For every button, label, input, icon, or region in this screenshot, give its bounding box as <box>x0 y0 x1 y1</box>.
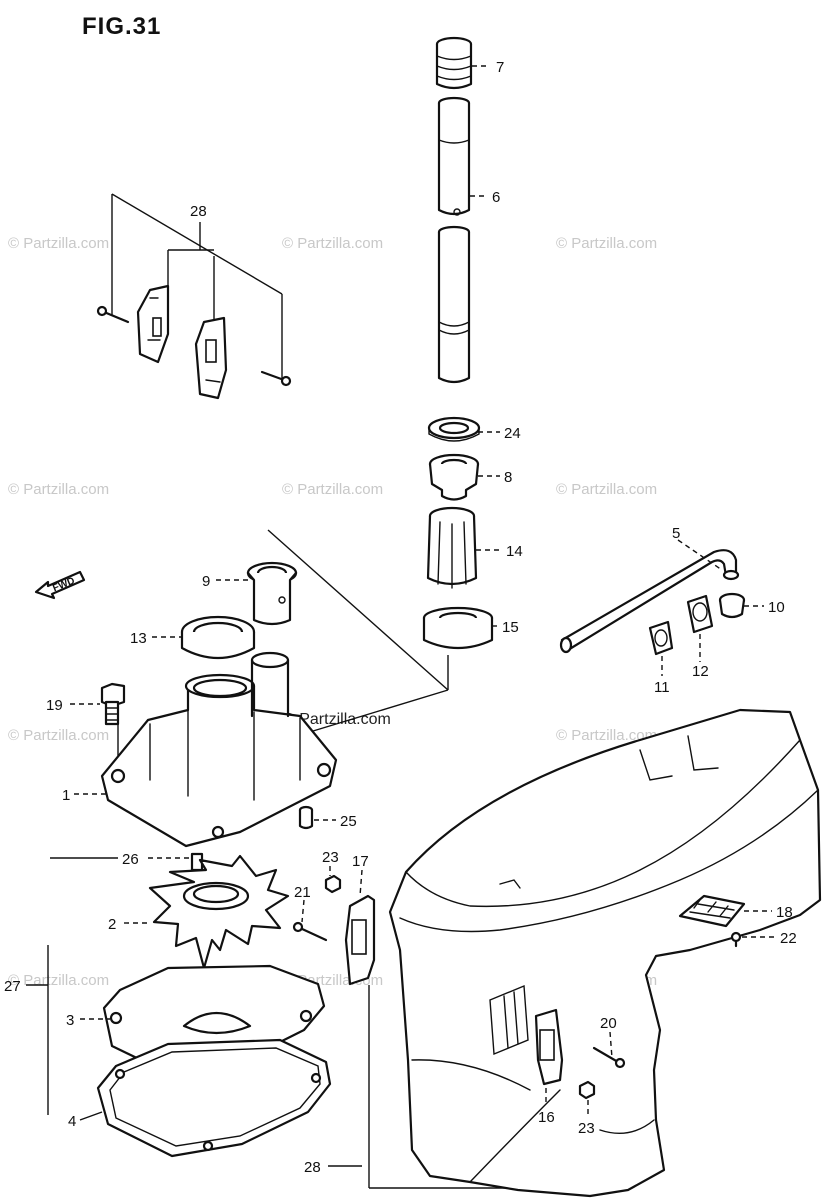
callout-7: 7 <box>496 59 504 76</box>
figure-title: FIG.31 <box>82 13 161 40</box>
callout-19: 19 <box>46 697 63 714</box>
callout-18: 18 <box>776 904 793 921</box>
callout-leaders <box>50 65 776 1167</box>
callout-15: 15 <box>502 619 519 636</box>
watermark: © Partzilla.com <box>8 727 109 744</box>
callout-labels: 7 6 28 24 8 14 15 5 10 11 12 9 13 19 1 2… <box>4 59 797 1176</box>
callout-12: 12 <box>692 663 709 680</box>
part-16-hook <box>534 1008 564 1086</box>
part-19-bolt <box>100 682 126 726</box>
part-21-screw <box>292 921 328 942</box>
part-17-hook <box>344 894 376 986</box>
callout-4: 4 <box>68 1113 76 1130</box>
fwd-label: FWD <box>51 576 76 595</box>
watermark: © Partzilla.com <box>282 235 383 252</box>
callout-10: 10 <box>768 599 785 616</box>
part-23-nut <box>324 874 342 894</box>
callout-28-bottom: 28 <box>304 1159 321 1176</box>
callout-24: 24 <box>504 425 521 442</box>
part-18-plate <box>678 894 746 928</box>
callout-23-upper: 23 <box>322 849 339 866</box>
callout-13: 13 <box>130 630 147 647</box>
callout-22: 22 <box>780 930 797 947</box>
part-13-seal <box>180 615 256 659</box>
callout-3: 3 <box>66 1012 74 1029</box>
part-25-pin <box>298 805 314 830</box>
part-22-screw <box>730 931 742 948</box>
watermark: © Partzilla.com <box>556 235 657 252</box>
part-7-grommet <box>435 36 473 90</box>
callout-25: 25 <box>340 813 357 830</box>
part-6-water-tube <box>437 96 471 384</box>
callout-11: 11 <box>654 679 670 696</box>
callout-5: 5 <box>672 525 680 542</box>
callout-16: 16 <box>538 1109 555 1126</box>
callout-17: 17 <box>352 853 369 870</box>
lower-unit-housing <box>388 708 822 1198</box>
callout-9: 9 <box>202 573 210 590</box>
callout-1: 1 <box>62 787 70 804</box>
watermark: © Partzilla.com <box>8 235 109 252</box>
watermark: © Partzilla.com <box>556 727 657 744</box>
part-9-sleeve <box>246 561 298 626</box>
callout-28-top: 28 <box>190 203 207 220</box>
callout-8: 8 <box>504 469 512 486</box>
callout-2: 2 <box>108 916 116 933</box>
watermark: © Partzilla.com <box>282 481 383 498</box>
part-20-screw <box>592 1046 626 1069</box>
fwd-arrow-icon: FWD <box>34 570 86 600</box>
part-10-cap <box>718 592 746 619</box>
callout-14: 14 <box>506 543 523 560</box>
watermark: © Partzilla.com <box>8 481 109 498</box>
part-4-gasket <box>96 1038 332 1158</box>
part-12-clamp <box>686 594 714 634</box>
part-2-impeller <box>148 854 290 970</box>
callout-21: 21 <box>294 884 311 901</box>
part-11-clamp <box>648 620 674 656</box>
part-28-hook-top <box>96 222 292 400</box>
callout-27: 27 <box>4 978 21 995</box>
assembly-lines <box>26 193 547 1189</box>
part-23-nut <box>578 1080 596 1100</box>
watermark: © Partzilla.com <box>556 481 657 498</box>
watermark: © Partzilla.com <box>8 972 109 989</box>
part-5-hose <box>559 549 740 654</box>
part-24-seal-ring <box>427 416 481 442</box>
part-8-grommet <box>428 453 480 501</box>
callout-20: 20 <box>600 1015 617 1032</box>
part-1-pump-case <box>100 651 338 848</box>
callout-23-lower: 23 <box>578 1120 595 1137</box>
callout-26: 26 <box>122 851 139 868</box>
part-14-guide <box>426 506 478 589</box>
callout-6: 6 <box>492 189 500 206</box>
part-15-rubber-ring <box>422 606 494 650</box>
